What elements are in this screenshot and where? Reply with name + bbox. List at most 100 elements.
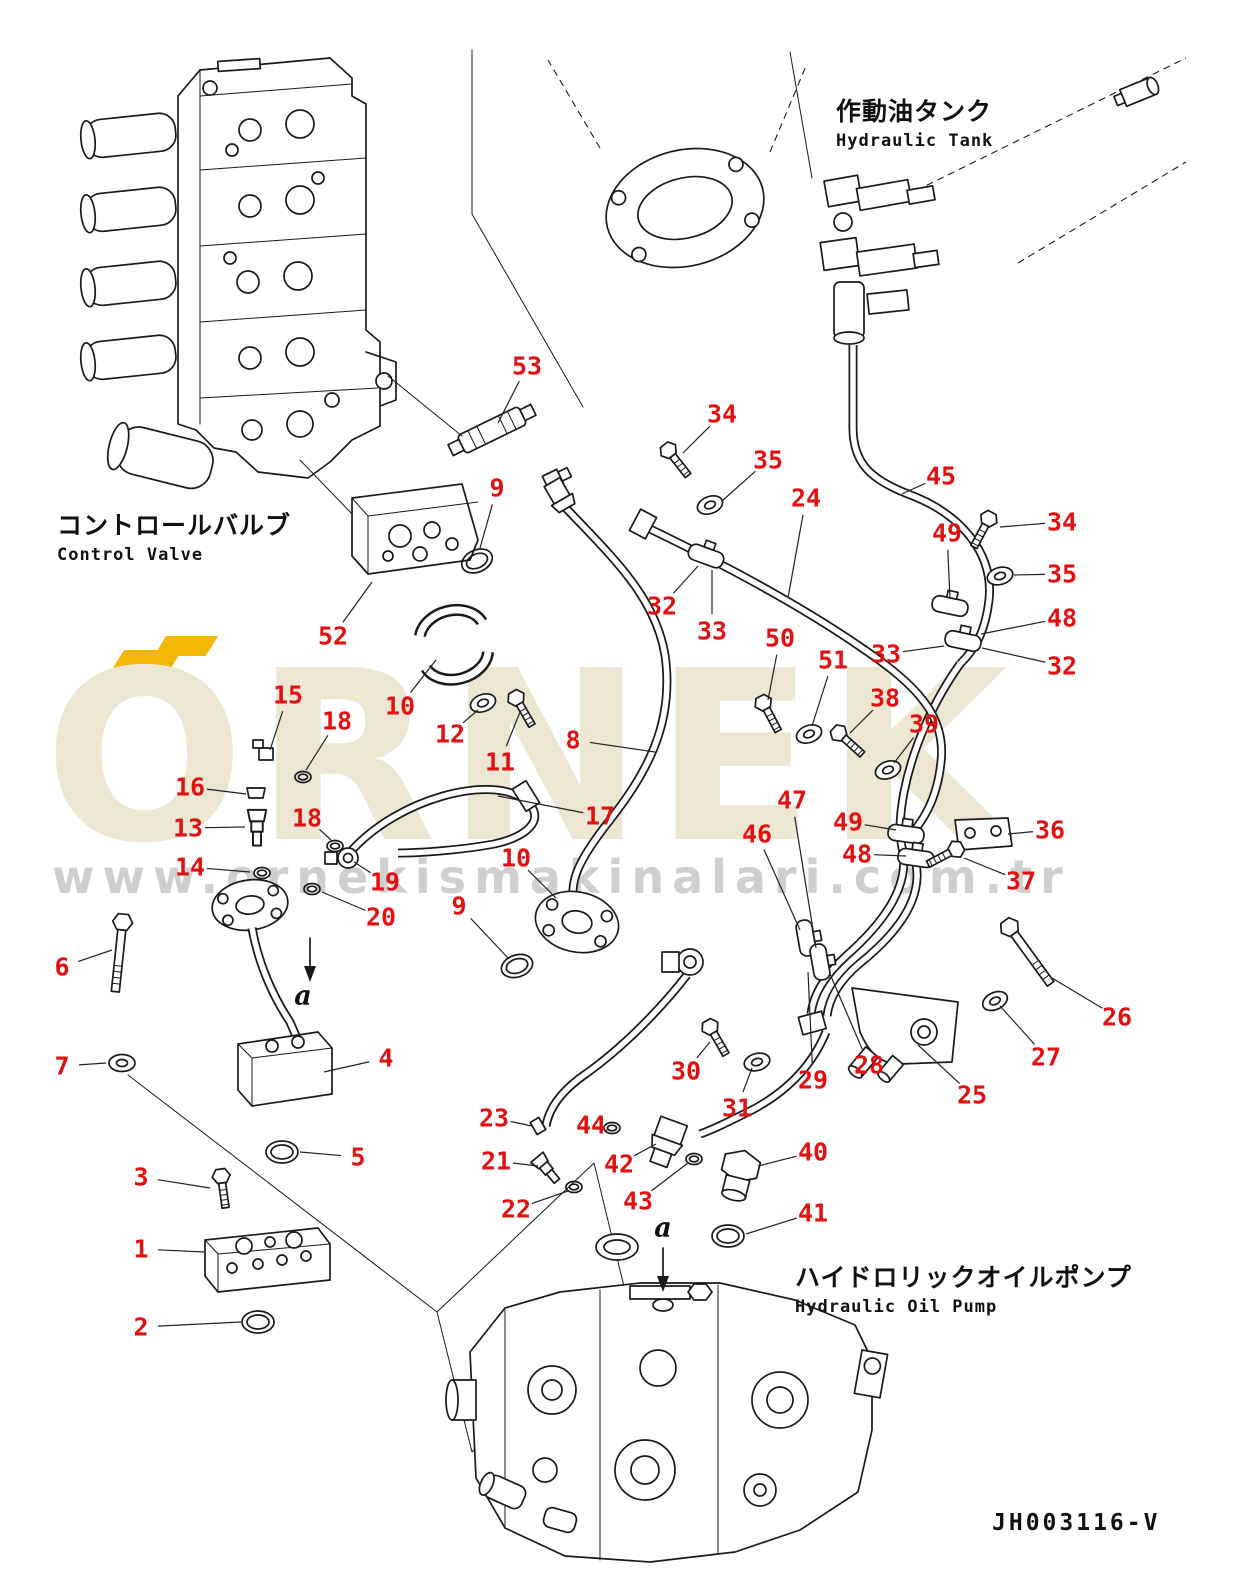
part-callout-18: 18: [291, 803, 323, 833]
fitting-23: [529, 1116, 547, 1136]
part-callout-4: 4: [378, 1043, 394, 1073]
part-callout-52: 52: [317, 621, 349, 651]
part-callout-37: 37: [1005, 866, 1037, 896]
hose-8: [543, 476, 672, 912]
part-callout-35: 35: [752, 445, 784, 475]
part-callout-34: 34: [1046, 507, 1078, 537]
part-callout-6: 6: [54, 952, 70, 982]
view-annotation-a: a: [294, 980, 312, 1012]
hose-24: [628, 508, 947, 1017]
plug-40: [720, 1149, 762, 1202]
flange-10-lower: [534, 890, 620, 954]
part-callout-39: 39: [908, 709, 940, 739]
part-callout-27: 27: [1030, 1042, 1062, 1072]
part-callout-14: 14: [174, 852, 206, 882]
part-callout-43: 43: [622, 1186, 654, 1216]
label-control-valve-en: Control Valve: [57, 545, 204, 565]
part-callout-26: 26: [1101, 1002, 1133, 1032]
pump-suction-pipes: [541, 948, 831, 1139]
part-callout-17: 17: [584, 801, 616, 831]
part-callout-33: 33: [696, 616, 728, 646]
label-hydraulic-pump-en: Hydraulic Oil Pump: [795, 1297, 998, 1317]
part-callout-47: 47: [776, 785, 808, 815]
part-callout-40: 40: [797, 1137, 829, 1167]
part-callout-32: 32: [1046, 651, 1078, 681]
label-hydraulic-tank: 作動油タンク Hydraulic Tank: [836, 92, 993, 151]
part-callout-9: 9: [451, 891, 467, 921]
part-callout-32: 32: [646, 591, 678, 621]
hose-45: [806, 345, 994, 1015]
part-callout-9: 9: [489, 473, 505, 503]
label-hydraulic-tank-jp: 作動油タンク: [836, 97, 993, 126]
part-callout-23: 23: [478, 1103, 510, 1133]
part-callout-13: 13: [172, 813, 204, 843]
part-callout-22: 22: [500, 1194, 532, 1224]
part-callout-31: 31: [721, 1093, 753, 1123]
part-callout-18: 18: [321, 706, 353, 736]
part-callout-41: 41: [797, 1198, 829, 1228]
part-callout-28: 28: [853, 1050, 885, 1080]
part-callout-5: 5: [350, 1142, 366, 1172]
plate-1: [204, 1227, 331, 1293]
control-valve-drawing: [79, 57, 397, 517]
tank-flange-plate: [605, 147, 765, 269]
part-callout-21: 21: [480, 1146, 512, 1176]
part-callout-30: 30: [670, 1056, 702, 1086]
drawing-number: JH003116-V: [992, 1510, 1161, 1536]
part-callout-44: 44: [575, 1110, 607, 1140]
pump-gasket: [595, 1233, 639, 1261]
label-hydraulic-pump: ハイドロリックオイルポンプ Hydraulic Oil Pump: [795, 1258, 1132, 1317]
part-callout-53: 53: [511, 351, 543, 381]
part-callout-35: 35: [1046, 559, 1078, 589]
part-callout-36: 36: [1034, 815, 1066, 845]
part-callout-20: 20: [365, 902, 397, 932]
part-callout-2: 2: [133, 1312, 149, 1342]
part-callout-3: 3: [133, 1162, 149, 1192]
elbow-42: [649, 1115, 689, 1169]
view-annotation-a: a: [654, 1212, 672, 1244]
elbow-19: [324, 847, 359, 869]
part-callout-10: 10: [384, 691, 416, 721]
label-control-valve: コントロールバルブ Control Valve: [57, 506, 291, 565]
part-callout-49: 49: [931, 518, 963, 548]
bracket-36: [954, 817, 1013, 851]
part-callout-25: 25: [956, 1080, 988, 1110]
part-callout-33: 33: [870, 639, 902, 669]
view-arrow-a1: [304, 937, 316, 982]
elbow-pipe-assembly: [211, 878, 333, 1107]
fitting-16: [246, 787, 266, 799]
small-fitting-top-right: [1113, 76, 1160, 108]
part-callout-34: 34: [706, 399, 738, 429]
label-hydraulic-pump-jp: ハイドロリックオイルポンプ: [795, 1263, 1132, 1292]
part-callout-42: 42: [603, 1149, 635, 1179]
part-callout-51: 51: [817, 645, 849, 675]
part-callout-10: 10: [500, 843, 532, 873]
hose-17: [348, 779, 541, 858]
part-callout-11: 11: [484, 747, 516, 777]
part-callout-45: 45: [925, 461, 957, 491]
block-52: [351, 483, 479, 575]
part-callout-7: 7: [54, 1051, 70, 1081]
part-callout-50: 50: [764, 623, 796, 653]
part-callout-38: 38: [869, 683, 901, 713]
bracket-25: [847, 987, 959, 1083]
part-callout-15: 15: [272, 680, 304, 710]
part-callout-1: 1: [133, 1234, 149, 1264]
part-callout-16: 16: [174, 772, 206, 802]
view-arrow-a2: [657, 1247, 669, 1292]
label-hydraulic-tank-en: Hydraulic Tank: [836, 131, 994, 151]
part-callout-8: 8: [565, 725, 581, 755]
hydraulic-pump-drawing: [445, 1233, 889, 1563]
fitting-15: [252, 739, 274, 761]
part-callout-12: 12: [434, 719, 466, 749]
part-callout-46: 46: [741, 819, 773, 849]
part-callout-48: 48: [841, 839, 873, 869]
coupler-53: [447, 403, 537, 457]
part-callout-24: 24: [790, 483, 822, 513]
label-control-valve-jp: コントロールバルブ: [57, 511, 292, 540]
part-callout-49: 49: [832, 807, 864, 837]
